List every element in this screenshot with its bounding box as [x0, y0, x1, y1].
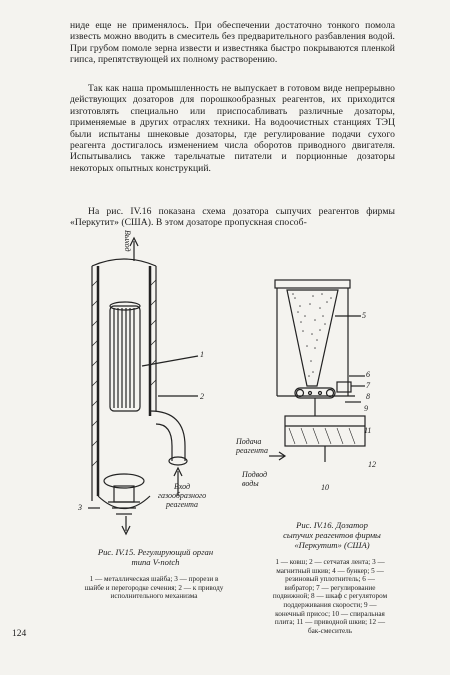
- paragraph-1: ниде еще не применялось. При обеспечении…: [70, 20, 395, 66]
- figure-15-num-3: 3: [78, 503, 82, 512]
- figure-16-water-in-label: Подвод воды: [242, 470, 268, 488]
- figure-16-num-11: 11: [364, 426, 372, 435]
- paragraph-3: На рис. IV.16 показана схема дозатора сы…: [70, 206, 395, 229]
- figure-16-num-10: 10: [321, 483, 329, 492]
- figure-16-num-5: 5: [362, 311, 366, 320]
- figure-16-legend: 1 — ковш; 2 — сетчатая лента; 3 — магнит…: [272, 558, 388, 635]
- figure-15-caption-title: Рис. IV.15. Регулирующий орган типа V-no…: [97, 547, 214, 567]
- page-number: 124: [12, 629, 27, 639]
- figure-15-drawing: [88, 236, 199, 536]
- figure-16-num-12: 12: [368, 460, 376, 469]
- figure-16-num-8: 8: [366, 392, 370, 401]
- paragraph-2: Так как наша промышленность не выпускает…: [70, 83, 395, 174]
- figure-15-num-1: 1: [200, 350, 204, 359]
- figure-16-chem-in-label: Подача реагента: [236, 437, 268, 455]
- figure-15-inlet-label: Вход газообразного реагента: [157, 482, 207, 509]
- figure-16-drawing: [269, 279, 366, 462]
- figure-15-exit-label: Выход: [123, 230, 132, 252]
- figure-16-num-7: 7: [366, 381, 370, 390]
- figure-16-num-6: 6: [366, 370, 370, 379]
- figure-16-num-9: 9: [364, 404, 368, 413]
- figure-15-num-2: 2: [200, 392, 204, 401]
- figure-15-legend: 1 — металлическая шайба; 3 — прорези в ш…: [84, 575, 224, 601]
- figure-16-caption-title: Рис. IV.16. Дозатор сыпучих реагентов фи…: [283, 520, 381, 550]
